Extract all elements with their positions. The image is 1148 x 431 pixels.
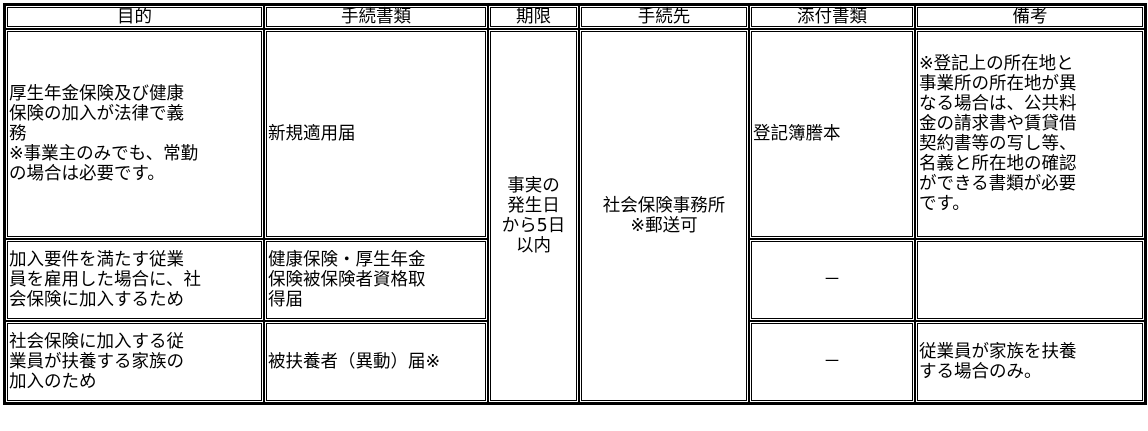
attachment-cell: －: [749, 321, 915, 403]
deadline-cell: 事実の 発生日 から5日 以内: [488, 29, 579, 403]
table-row: 加入要件を満たす従業 員を雇用した場合に、社 会保険に加入するため 健康保険・厚…: [5, 239, 1145, 321]
note-line: 金の請求書や賃貸借: [919, 114, 1077, 134]
header-destination: 手続先: [579, 5, 749, 29]
header-purpose: 目的: [5, 5, 264, 29]
deadline-line: 発生日: [507, 196, 560, 216]
document-line: 保険被保険者資格取: [268, 270, 426, 290]
purpose-line: 会保険に加入するため: [9, 290, 184, 310]
document-cell: 被扶養者（異動）届※: [264, 321, 488, 403]
purpose-line: 加入のため: [9, 372, 97, 392]
purpose-cell: 厚生年金保険及び健康 保険の加入が法律で義 務 ※事業主のみでも、常勤 の場合は…: [5, 29, 264, 239]
purpose-line: ※事業主のみでも、常勤: [9, 144, 199, 164]
attachment-cell: 登記簿謄本: [749, 29, 915, 239]
deadline-line: から5日: [501, 216, 566, 236]
table-row: 社会保険に加入する従 業員が扶養する家族の 加入のため 被扶養者（異動）届※ －…: [5, 321, 1145, 403]
header-deadline: 期限: [488, 5, 579, 29]
purpose-line: 保険の加入が法律で義: [9, 104, 184, 124]
table-row: 厚生年金保険及び健康 保険の加入が法律で義 務 ※事業主のみでも、常勤 の場合は…: [5, 29, 1145, 403]
note-cell: ※登記上の所在地と 事業所の所在地が異 なる場合は、公共料 金の請求書や賃貸借 …: [915, 29, 1145, 239]
deadline-line: 以内: [516, 236, 551, 256]
purpose-line: 社会保険に加入する従: [9, 332, 184, 352]
note-line: 従業員が家族を扶養: [919, 342, 1077, 362]
document-cell: 新規適用届: [264, 29, 488, 239]
purpose-line: の場合は必要です。: [9, 164, 165, 184]
document-line: 得届: [268, 290, 303, 310]
header-note: 備考: [915, 5, 1145, 29]
document-cell: 健康保険・厚生年金 保険被保険者資格取 得届: [264, 239, 488, 321]
purpose-line: 加入要件を満たす従業: [9, 250, 184, 270]
header-row: 目的 手続書類 期限 手続先 添付書類 備考: [5, 5, 1145, 29]
purpose-line: 員を雇用した場合に、社: [9, 270, 201, 290]
note-line: ができる書類が必要: [919, 174, 1077, 194]
deadline-line: 事実の: [507, 176, 560, 196]
note-line: 名義と所在地の確認: [919, 154, 1077, 174]
note-line: 契約書等の写し等、: [919, 134, 1077, 154]
purpose-line: 務: [9, 124, 27, 144]
document-line: 健康保険・厚生年金: [268, 250, 426, 270]
destination-line: ※郵送可: [630, 216, 698, 236]
attachment-cell: －: [749, 239, 915, 321]
header-attachment: 添付書類: [749, 5, 915, 29]
destination-cell: 社会保険事務所 ※郵送可: [579, 29, 749, 403]
destination-line: 社会保険事務所: [602, 196, 726, 216]
purpose-line: 厚生年金保険及び健康: [9, 84, 184, 104]
note-line: する場合のみ。: [919, 362, 1042, 382]
note-line: ※登記上の所在地と: [919, 54, 1074, 74]
note-line: なる場合は、公共料: [919, 94, 1077, 114]
note-cell: [915, 239, 1145, 321]
purpose-cell: 社会保険に加入する従 業員が扶養する家族の 加入のため: [5, 321, 264, 403]
purpose-cell: 加入要件を満たす従業 員を雇用した場合に、社 会保険に加入するため: [5, 239, 264, 321]
purpose-line: 業員が扶養する家族の: [9, 352, 184, 372]
note-line: です。: [919, 194, 970, 214]
procedures-table: 目的 手続書類 期限 手続先 添付書類 備考 厚生年金保険及び健康 保険の加入が…: [3, 3, 1147, 405]
note-cell: 従業員が家族を扶養 する場合のみ。: [915, 321, 1145, 403]
note-line: 事業所の所在地が異: [919, 74, 1077, 94]
header-document: 手続書類: [264, 5, 488, 29]
